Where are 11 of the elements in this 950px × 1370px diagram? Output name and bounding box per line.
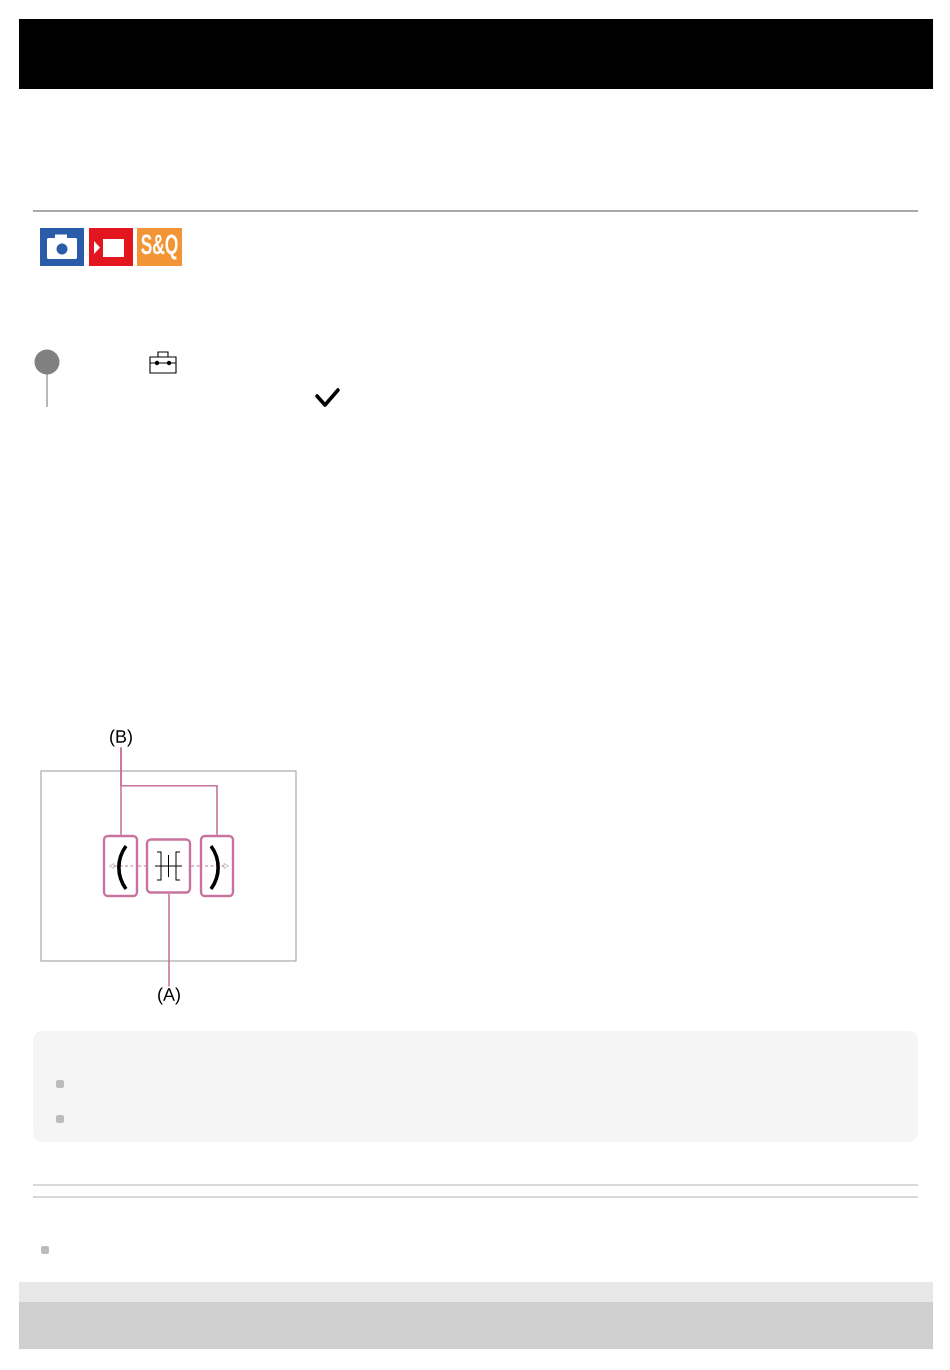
dashed-guide-line [137,865,147,867]
highlight-box [199,834,235,898]
mode-tile: S&Q [137,228,182,266]
highlight-box [145,838,192,894]
highlight-box [102,834,139,898]
leader-line [120,746,218,836]
callout-label: (B) [110,729,132,747]
leader-line [168,892,170,988]
screen-frame [40,770,297,962]
dashed-guide-line [190,865,201,867]
callout-label: (A) [158,987,180,1005]
